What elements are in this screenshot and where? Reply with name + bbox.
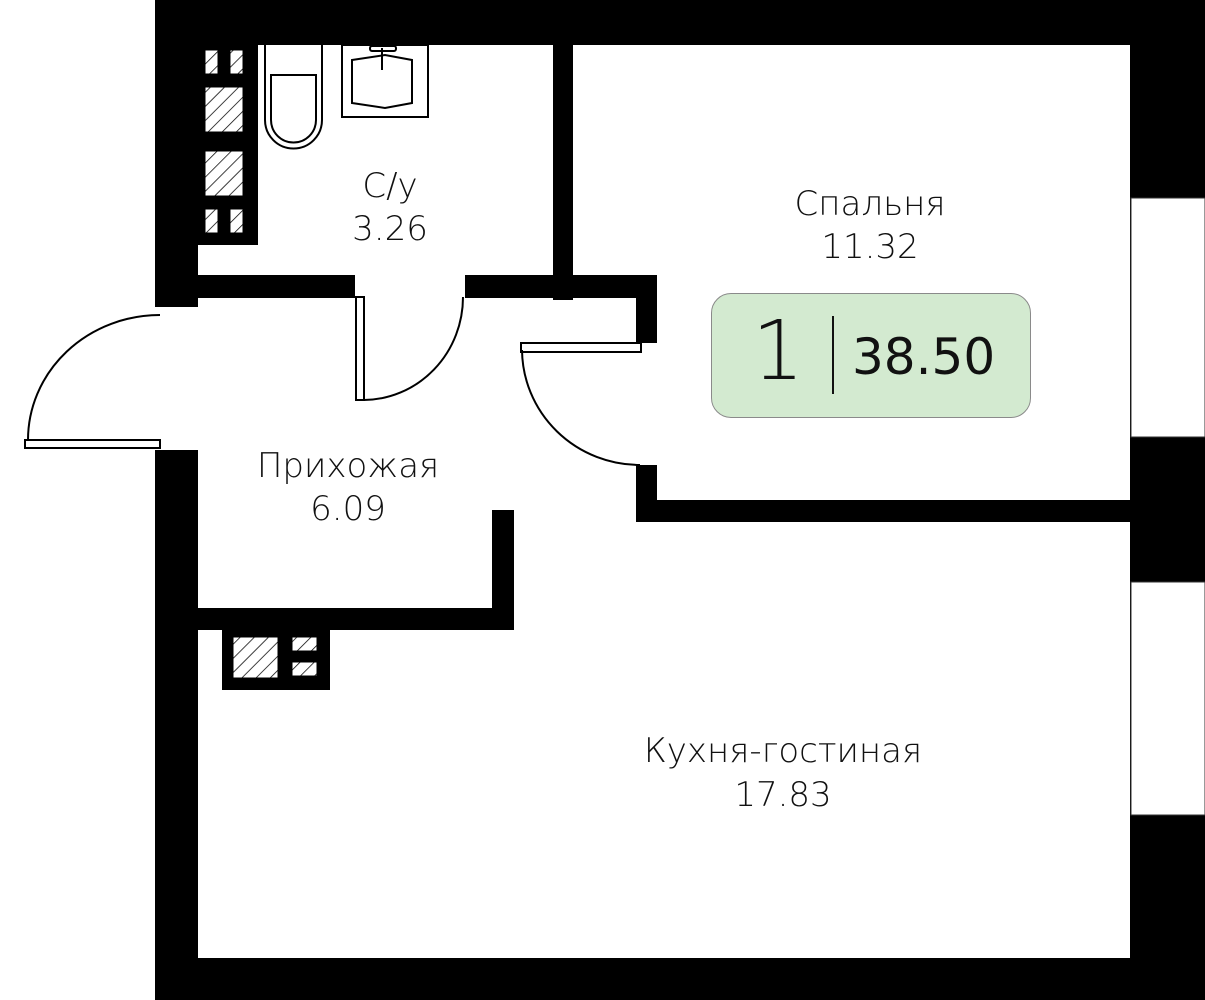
room-labels: С/у 3.26 Спальня 11.32 Прихожая 6.09 Кух…	[257, 166, 946, 815]
entrance-door-leaf[interactable]	[24, 439, 161, 449]
room-name-hallway: Прихожая	[257, 446, 439, 486]
ducts	[204, 49, 318, 679]
room-area-bathroom: 3.26	[352, 209, 428, 249]
doors	[24, 296, 642, 466]
entrance-door-swing	[27, 314, 161, 441]
bedroom-door-leaf[interactable]	[520, 342, 642, 353]
windows	[1130, 197, 1205, 816]
bathroom-door-swing	[363, 296, 464, 401]
badge-divider	[832, 316, 834, 394]
wall-bedroom-door-top	[636, 275, 657, 343]
outer-wall-left-lower	[155, 450, 198, 1000]
sink-icon	[341, 44, 429, 118]
apartment-summary-badge: 1 38.50	[711, 293, 1031, 418]
window-bedroom	[1130, 197, 1205, 438]
room-name-kitchen-living: Кухня-гостиная	[644, 731, 922, 771]
window-kitchen	[1130, 581, 1205, 816]
wall-bedroom-kitchen	[636, 500, 1130, 522]
walls	[155, 0, 1205, 1000]
wall-hall-stub	[492, 510, 514, 630]
total-area: 38.50	[852, 328, 996, 386]
outer-wall-top	[155, 0, 1205, 45]
wall-bath-hall-right	[465, 275, 657, 298]
bathroom-door-leaf[interactable]	[355, 296, 365, 401]
room-name-bedroom: Спальня	[795, 184, 946, 224]
wall-bath-bedroom	[553, 45, 573, 300]
wall-hall-bottom	[198, 608, 514, 630]
bedroom-door-swing	[521, 349, 641, 466]
room-name-bathroom: С/у	[362, 166, 417, 206]
bathtub-icon	[264, 45, 323, 150]
room-area-bedroom: 11.32	[821, 227, 918, 267]
wall-bath-hall-left	[155, 275, 355, 298]
outer-wall-left-upper	[155, 0, 198, 307]
outer-wall-right	[1130, 0, 1205, 1000]
room-area-hallway: 6.09	[310, 489, 386, 529]
room-area-kitchen-living: 17.83	[734, 775, 831, 815]
rooms-count: 1	[752, 304, 805, 399]
outer-wall-bottom	[155, 958, 1205, 1000]
